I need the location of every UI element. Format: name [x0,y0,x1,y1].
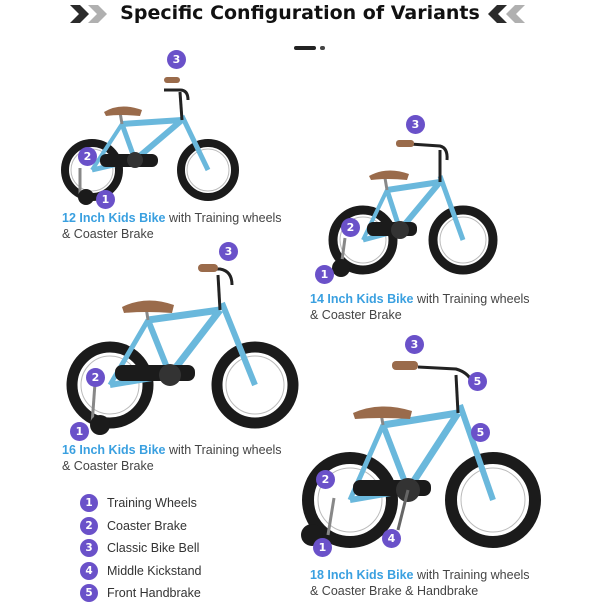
legend-label: Middle Kickstand [107,563,202,578]
variant-14-inch-line1: with Training wheels [413,292,530,306]
variant-16-inch-line2: & Coaster Brake [62,459,154,473]
legend-number: 4 [80,561,98,580]
variant-18-inch-caption: 18 Inch Kids Bike with Training wheels &… [310,567,530,599]
marker-variant-1-bell: 3 [167,50,186,69]
chevrons-left-icon [488,5,525,23]
marker-variant-3-coaster-brake: 2 [86,368,105,387]
bike-16-inch-image [66,264,299,435]
variant-16-inch-name: 16 Inch Kids Bike [62,443,166,457]
legend-number: 5 [80,584,98,602]
variant-14-inch-name: 14 Inch Kids Bike [310,292,414,306]
marker-variant-2-training-wheels: 1 [315,265,334,284]
variant-14-inch-line2: & Coaster Brake [310,308,402,322]
variant-14-inch-caption: 14 Inch Kids Bike with Training wheels &… [310,291,530,323]
chevrons-right-icon [70,5,107,23]
marker-variant-4-training-wheels: 1 [313,538,332,557]
legend-number: 1 [80,494,98,512]
legend-label: Front Handbrake [107,586,201,600]
legend-label: Classic Bike Bell [107,541,200,555]
marker-variant-4-handbrake-lower: 5 [471,423,490,442]
carousel-indicator-active [294,46,316,50]
variant-16-inch-caption: 16 Inch Kids Bike with Training wheels &… [62,442,282,474]
bike-18-inch-image [301,361,541,548]
marker-variant-3-training-wheels: 1 [70,422,89,441]
variant-18-inch-line2: & Coaster Brake & Handbrake [310,584,479,598]
variant-16-inch-line1: with Training wheels [165,443,282,457]
variant-12-inch-caption: 12 Inch Kids Bike with Training wheels &… [62,210,282,242]
marker-variant-3-bell: 3 [219,242,238,261]
legend-number: 3 [80,539,98,557]
variant-12-inch-line2: & Coaster Brake [62,227,154,241]
marker-variant-4-bell: 3 [405,335,424,354]
marker-variant-4-handbrake-upper: 5 [468,372,487,391]
bike-14-inch-image [328,140,498,277]
carousel-indicator [320,46,325,50]
legend-number: 2 [80,516,98,535]
header: Specific Configuration of Variants [0,0,600,30]
bike-12-inch-image [61,77,239,205]
page-title: Specific Configuration of Variants [120,2,480,24]
variant-18-inch-name: 18 Inch Kids Bike [310,568,414,582]
marker-variant-4-kickstand: 4 [382,529,401,548]
marker-variant-2-coaster-brake: 2 [341,218,360,237]
variant-12-inch-line1: with Training wheels [165,211,282,225]
variant-12-inch-name: 12 Inch Kids Bike [62,211,166,225]
legend-label: Training Wheels [107,496,197,510]
marker-variant-1-training-wheels: 1 [96,190,115,209]
variant-18-inch-line1: with Training wheels [413,568,530,582]
marker-variant-4-coaster-brake: 2 [316,470,335,489]
marker-variant-1-coaster-brake: 2 [78,147,97,166]
marker-variant-2-bell: 3 [406,115,425,134]
legend-label: Coaster Brake [107,518,187,533]
